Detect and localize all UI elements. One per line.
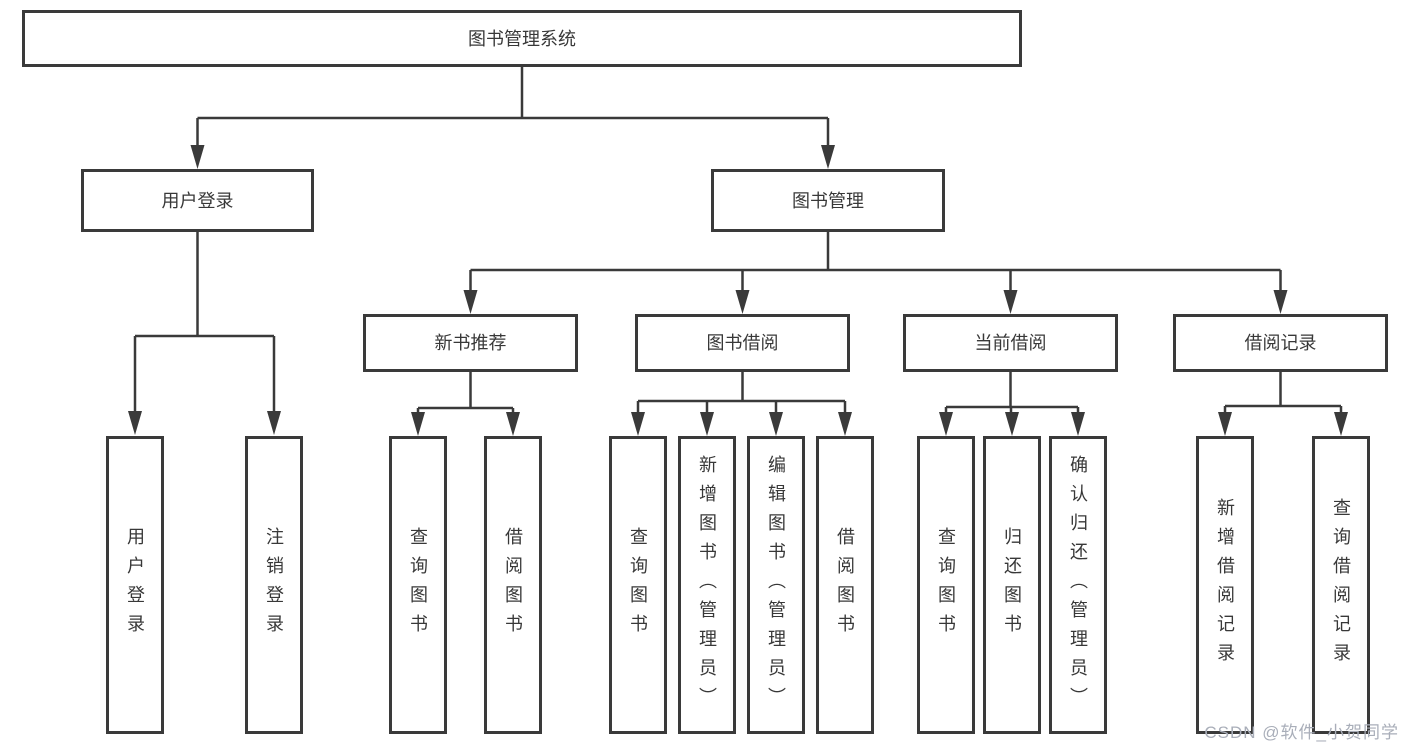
- leaf-current-query-book: 查询图书: [917, 436, 975, 734]
- edge-root-to-level1: [196, 67, 830, 147]
- leaf-logout: 注销登录: [245, 436, 303, 734]
- edge-bookborrow-to-leaves: [636, 372, 847, 414]
- leaf-record-query: 查询借阅记录: [1312, 436, 1370, 734]
- edge-newbookrec-to-leaves: [416, 372, 515, 414]
- node-borrow-record: 借阅记录: [1173, 314, 1388, 372]
- leaf-borrow-query-book: 查询图书: [609, 436, 667, 734]
- node-book-borrow: 图书借阅: [635, 314, 850, 372]
- edge-borrowrecord-to-leaves: [1223, 372, 1343, 414]
- node-user-login: 用户登录: [81, 169, 314, 232]
- node-book-management: 图书管理: [711, 169, 945, 232]
- leaf-recommend-query-book: 查询图书: [389, 436, 447, 734]
- node-new-book-recommend: 新书推荐: [363, 314, 578, 372]
- csdn-watermark: CSDN @软件_小贺同学: [1204, 723, 1399, 742]
- leaf-borrow-borrow-book: 借阅图书: [816, 436, 874, 734]
- edge-userlogin-to-leaves: [133, 232, 276, 413]
- edge-currentborrow-to-leaves: [944, 372, 1080, 414]
- edge-bookmgmt-to-level2: [469, 232, 1282, 292]
- node-current-borrow: 当前借阅: [903, 314, 1118, 372]
- node-root: 图书管理系统: [22, 10, 1022, 67]
- leaf-user-login: 用户登录: [106, 436, 164, 734]
- leaf-borrow-edit-book-admin: 编辑图书（管理员）: [747, 436, 805, 734]
- arrowheads: [128, 145, 1348, 436]
- leaf-borrow-add-book-admin: 新增图书（管理员）: [678, 436, 736, 734]
- leaf-current-return-book: 归还图书: [983, 436, 1041, 734]
- leaf-recommend-borrow-book: 借阅图书: [484, 436, 542, 734]
- leaf-current-confirm-return-admin: 确认归还（管理员）: [1049, 436, 1107, 734]
- leaf-record-add: 新增借阅记录: [1196, 436, 1254, 734]
